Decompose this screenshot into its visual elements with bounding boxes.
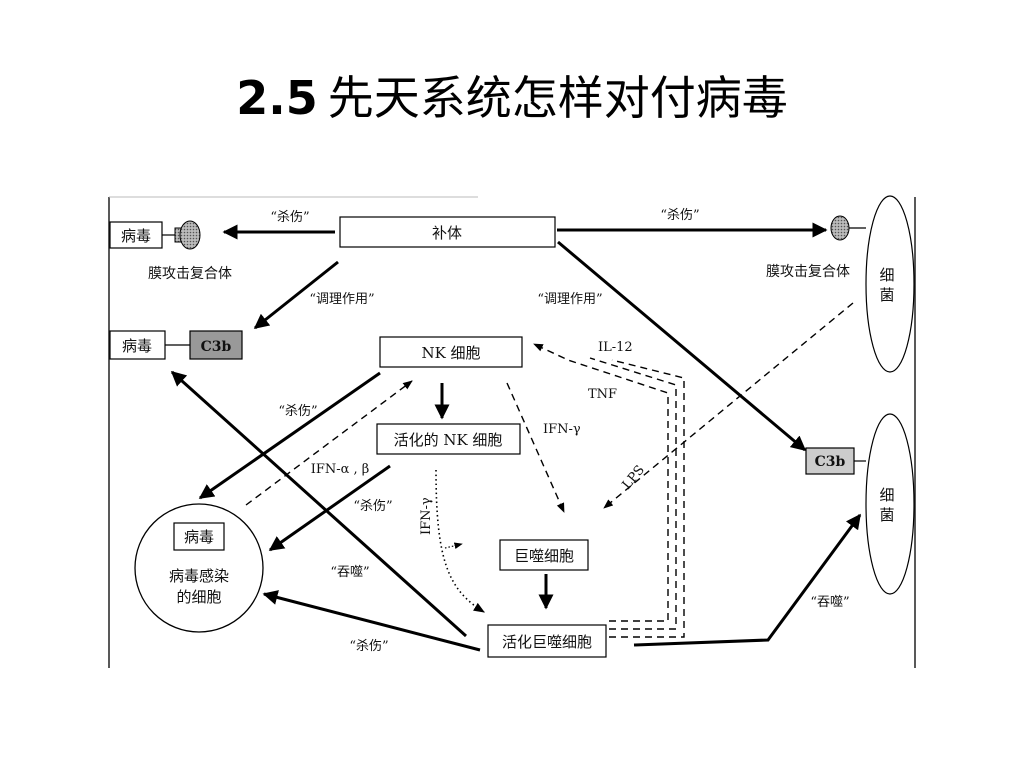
arrow-activated-nk-kill — [268, 464, 391, 552]
nk-cell-label: NK 细胞 — [421, 344, 480, 362]
title-text: 先天系统怎样对付病毒 — [327, 71, 788, 125]
infected-cell-label-2: 的细胞 — [176, 588, 221, 606]
kill-label-nk: “杀伤” — [278, 404, 317, 419]
activated-macrophage-label: 活化巨噬细胞 — [502, 633, 592, 651]
mac-left — [162, 220, 201, 250]
bacterium-top: 细 菌 — [830, 195, 915, 373]
ifn-ab-label: IFN-α , β — [311, 462, 370, 477]
mac-label-left: 膜攻击复合体 — [148, 265, 232, 282]
arrow-nk-kill-infected — [198, 371, 381, 500]
bacterium-bottom: 细 菌 C3b — [805, 413, 915, 595]
activated-nk-box: 活化的 NK 细胞 — [376, 423, 521, 455]
arrow-activated-macrophage-kill — [262, 590, 481, 652]
kill-label-bottom: “杀伤” — [349, 639, 388, 654]
c3b-label-left: C3b — [201, 339, 232, 355]
c3b-label-right: C3b — [815, 454, 846, 470]
phagocytosis-label-left: “吞噬” — [330, 565, 369, 580]
nk-cell-box: NK 细胞 — [379, 336, 523, 368]
arrow-phagocytose-virus — [170, 370, 468, 638]
arrow-ifn-ab-to-nk — [245, 380, 413, 506]
ifn-gamma-label: IFN-γ — [543, 422, 581, 437]
virus-box-c3b: 病毒 C3b — [109, 330, 243, 360]
virus-box-top: 病毒 — [109, 221, 163, 249]
virus-label-top: 病毒 — [121, 227, 151, 245]
infected-cell-label-1: 病毒感染 — [169, 567, 229, 585]
complement-box: 补体 — [339, 216, 556, 248]
kill-label-top-left: “杀伤” — [270, 210, 309, 225]
arrow-il12-to-nk — [533, 343, 669, 622]
lps-label: LPS — [620, 463, 648, 493]
phagocytosis-label-right: “吞噬” — [810, 595, 849, 610]
arrow-ifn-gamma-small — [444, 542, 463, 550]
arrow-phagocytose-bacteria — [633, 513, 862, 647]
arrow-complement-to-virus-c3b — [253, 260, 339, 330]
macrophage-label: 巨噬细胞 — [514, 547, 574, 565]
macrophage-box: 巨噬细胞 — [499, 539, 589, 571]
virus-label-c3b: 病毒 — [122, 337, 152, 355]
kill-label-activated-nk: “杀伤” — [353, 499, 392, 514]
bacterium-top-label-1: 细 — [879, 266, 894, 284]
bacterium-top-label-2: 菌 — [879, 286, 894, 304]
bacterium-bottom-label-1: 细 — [879, 486, 894, 504]
title-number: 2.5 — [236, 71, 318, 125]
activated-macrophage-box: 活化巨噬细胞 — [487, 624, 607, 658]
infected-cell: 病毒 病毒感染 的细胞 — [134, 503, 264, 633]
activated-nk-label: 活化的 NK 细胞 — [394, 431, 503, 449]
arrow-lps-to-macrophage — [603, 302, 854, 509]
opsonization-label-right: “调理作用” — [537, 292, 602, 307]
line-tnf-outer — [609, 359, 685, 638]
infected-virus-label: 病毒 — [184, 528, 214, 546]
arrow-ifn-gamma-activation — [435, 469, 485, 613]
mac-label-right: 膜攻击复合体 — [766, 263, 850, 280]
opsonization-label-left: “调理作用” — [309, 292, 374, 307]
tnf-label: TNF — [588, 387, 617, 402]
il12-label: IL-12 — [598, 340, 633, 355]
ifn-gamma-label-vertical: IFN-γ — [419, 497, 434, 535]
complement-label: 补体 — [432, 224, 462, 242]
kill-label-top-right: “杀伤” — [660, 208, 699, 223]
arrow-complement-to-bacteria-c3b — [557, 240, 807, 452]
bacterium-bottom-label-2: 菌 — [879, 506, 894, 524]
